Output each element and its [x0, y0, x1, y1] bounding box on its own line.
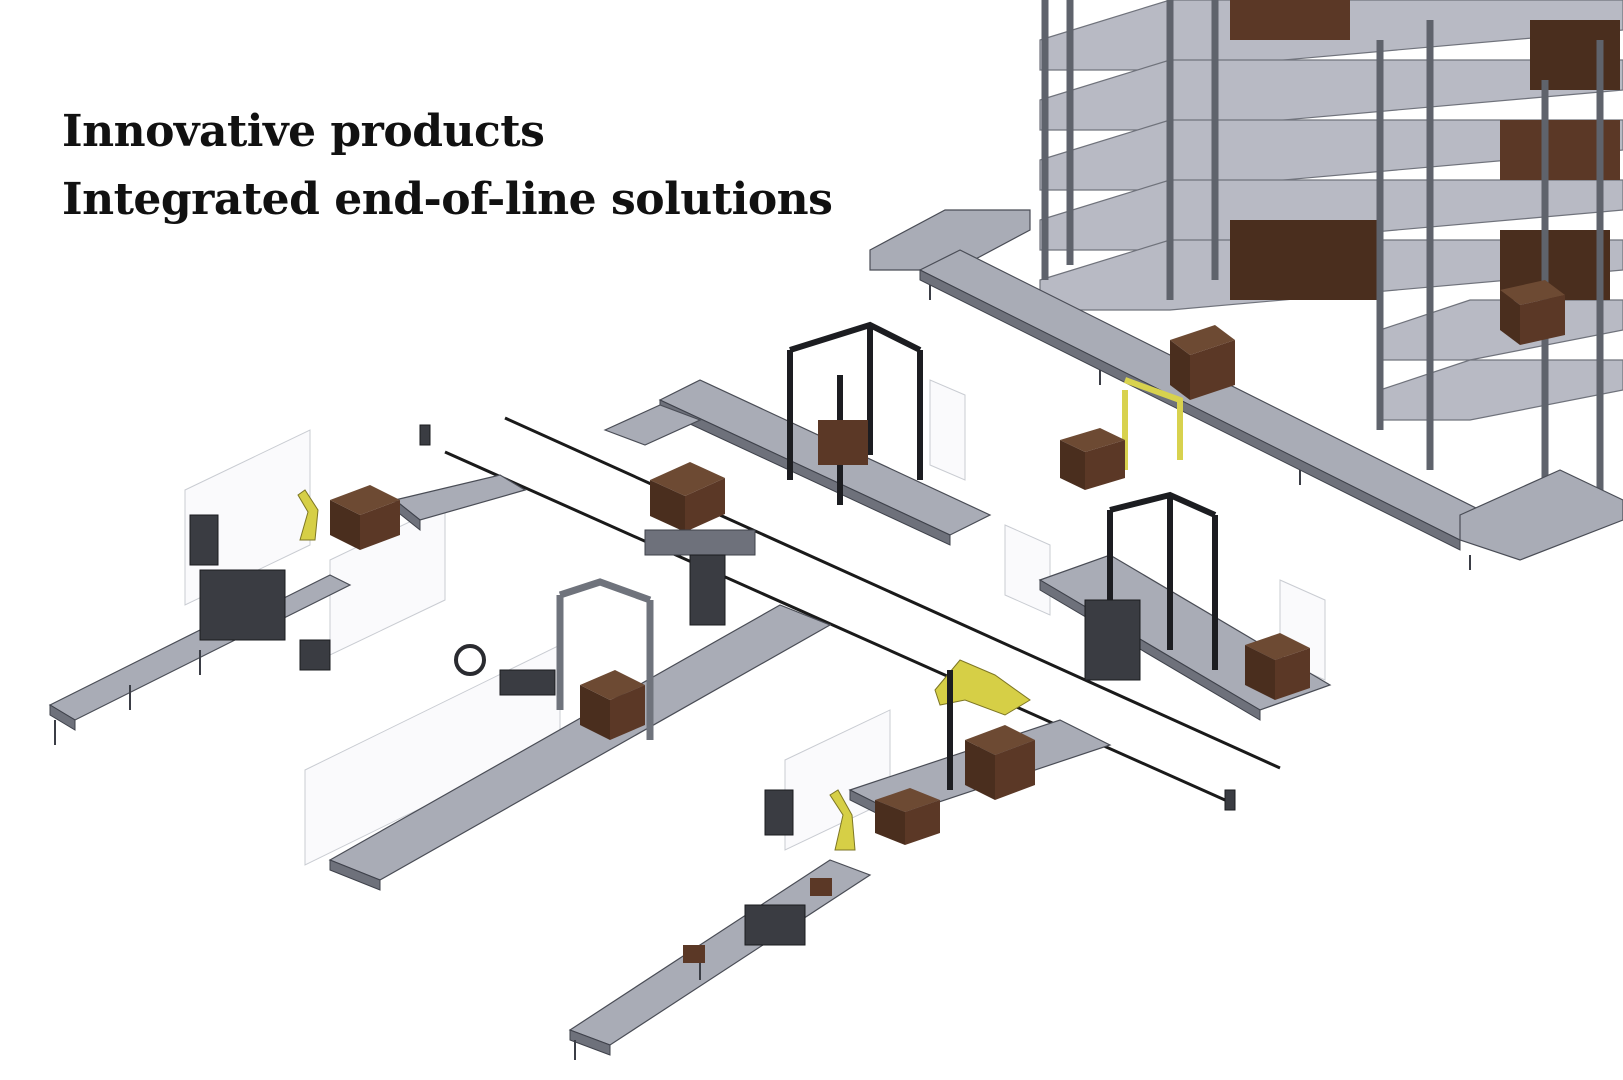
sign-post	[1224, 789, 1236, 811]
case-strapper	[744, 904, 806, 946]
stretch-wrapper-center	[603, 321, 992, 626]
sign-post	[419, 424, 431, 446]
robot-arm	[829, 789, 856, 851]
rack-cartons	[1230, 0, 1620, 300]
gantry-arm	[934, 659, 1031, 716]
headline-line-1: Innovative products	[62, 106, 545, 157]
rack-infeed-conveyor	[869, 209, 1623, 570]
pallet-rack	[1039, 0, 1623, 500]
headline: Innovative products Integrated end-of-li…	[62, 98, 833, 234]
robot-arm	[297, 489, 319, 541]
stretch-hood-right	[1004, 428, 1332, 721]
rack-pallet	[1500, 280, 1565, 345]
headline-line-2: Integrated end-of-line solutions	[62, 174, 833, 225]
palletizing-cell-left	[48, 429, 527, 745]
case-erector	[199, 569, 286, 641]
strap-reel	[454, 644, 486, 676]
control-cabinet	[189, 514, 219, 566]
strapping-line	[304, 578, 832, 891]
palletizing-cell-bottom	[568, 659, 1112, 1060]
